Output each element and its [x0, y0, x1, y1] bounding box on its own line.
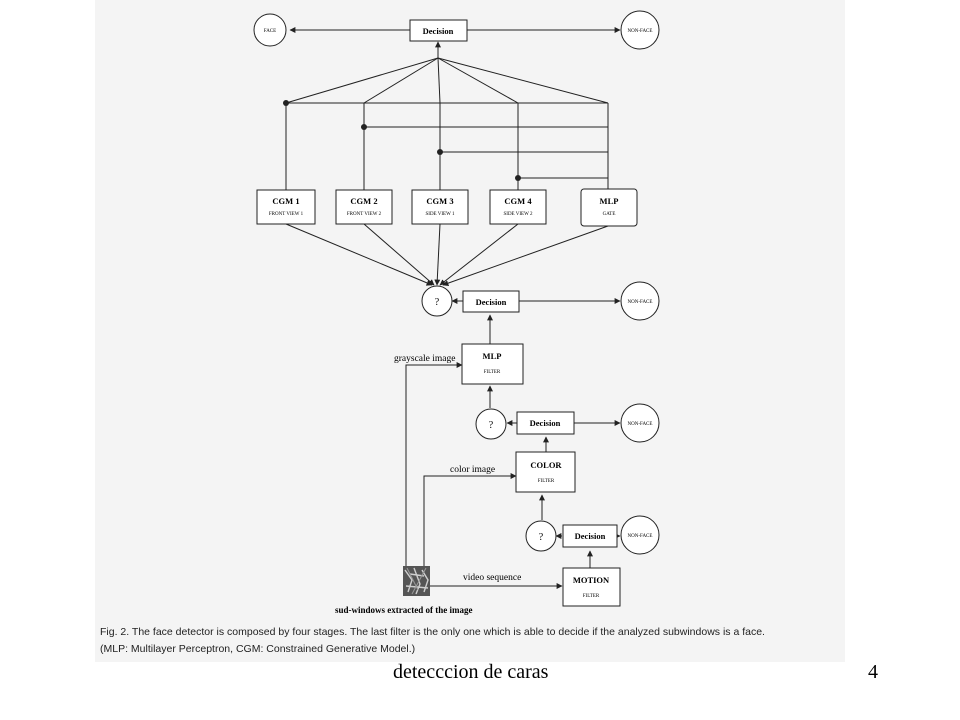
- figure-caption-line-1: Fig. 2. The face detector is composed by…: [100, 626, 765, 638]
- motion-filter-sub: FILTER: [583, 594, 600, 599]
- motion-stage-decision-box: [562, 524, 618, 548]
- mlp-stage-question-mark: ?: [435, 297, 440, 308]
- motion-stage-decision-label: Decision: [575, 531, 606, 541]
- motion-filter-title: MOTION: [573, 575, 610, 585]
- mlp-filter-title: MLP: [483, 351, 502, 361]
- color-stage-nonface-node: [620, 403, 660, 443]
- motion-stage-question-mark: ?: [539, 532, 544, 543]
- mlp-filter-box: [461, 343, 524, 385]
- expert-box-mlp-gate: [580, 188, 638, 227]
- top-decision-box: [409, 19, 468, 42]
- video-input-label: video sequence: [463, 573, 521, 583]
- color-stage-nonface-label: NON-FACE: [628, 422, 653, 427]
- expert-title-cgm4: CGM 4: [504, 196, 532, 206]
- motion-stage-nonface-node: [620, 515, 660, 555]
- expert-title-cgm2: CGM 2: [350, 196, 377, 206]
- expert-title-cgm1: CGM 1: [272, 196, 299, 206]
- top-decision-label: Decision: [423, 26, 454, 36]
- top-nonface-label: NON-FACE: [628, 29, 653, 34]
- color-filter-title: COLOR: [530, 460, 562, 470]
- mlp-stage-decision-box: [462, 290, 520, 313]
- expert-box-cgm1: [256, 189, 316, 225]
- expert-sub-cgm3: SIDE VIEW 1: [426, 212, 455, 217]
- mlp-stage-question-node: [421, 285, 453, 317]
- expert-sub-cgm1: FRONT VIEW 1: [269, 212, 304, 217]
- expert-to-question-lines: [285, 223, 609, 287]
- expert-sub-cgm2: FRONT VIEW 2: [347, 212, 382, 217]
- color-stage-decision-box: [516, 411, 575, 435]
- color-filter-box: [515, 451, 576, 493]
- mlp-stage-nonface-label: NON-FACE: [628, 300, 653, 305]
- expert-box-cgm3: [411, 189, 469, 225]
- source-label: sud-windows extracted of the image: [335, 605, 473, 615]
- grayscale-input-label: grayscale image: [394, 354, 455, 364]
- fan-lines: [285, 57, 609, 104]
- mlp-filter-sub: FILTER: [484, 370, 501, 375]
- slide-page-number: 4: [868, 661, 878, 683]
- mlp-stage-nonface-node: [620, 281, 660, 321]
- junction-dots: [283, 100, 521, 181]
- mlp-stage-decision-label: Decision: [476, 297, 507, 307]
- color-input-label: color image: [450, 465, 495, 475]
- color-stage-question-node: [475, 408, 507, 440]
- expert-title-mlp: MLP: [600, 196, 619, 206]
- color-stage-question-mark: ?: [489, 420, 494, 431]
- scanned-figure-background: [95, 0, 845, 662]
- slide-footer-title: detecccion de caras: [393, 661, 549, 683]
- expert-title-cgm3: CGM 3: [426, 196, 453, 206]
- expert-box-cgm2: [335, 189, 393, 225]
- face-label: FACE: [264, 29, 276, 34]
- color-input-line: [423, 473, 517, 570]
- color-filter-sub: FILTER: [538, 479, 555, 484]
- figure-caption-line-2: (MLP: Multilayer Perceptron, CGM: Constr…: [100, 643, 416, 655]
- gate-bus: [285, 102, 609, 190]
- expert-sub-cgm4: SIDE VIEW 2: [504, 212, 533, 217]
- grayscale-input-line: [405, 362, 463, 570]
- face-node: [253, 13, 287, 47]
- motion-filter-box: [562, 567, 621, 607]
- top-nonface-node: [620, 10, 660, 50]
- expert-box-cgm4: [489, 189, 547, 225]
- motion-stage-nonface-label: NON-FACE: [628, 534, 653, 539]
- expert-sub-gate: GATE: [603, 212, 616, 217]
- color-stage-decision-label: Decision: [530, 418, 561, 428]
- motion-stage-question-node: [525, 520, 557, 552]
- subwindow-thumbnail: [403, 566, 430, 596]
